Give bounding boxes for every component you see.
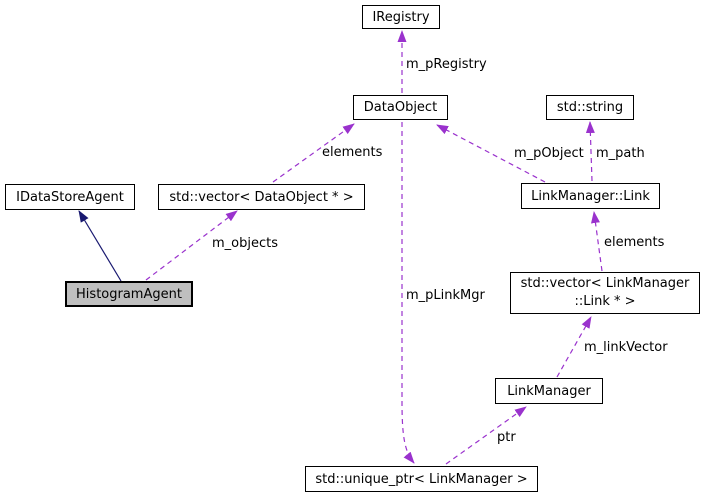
edge-label-elements-links: elements — [604, 235, 665, 250]
node-histogramagent[interactable]: HistogramAgent — [65, 281, 193, 307]
node-label: LinkManager::Link — [531, 188, 650, 204]
edge-m-objects — [145, 210, 238, 281]
node-label: IRegistry — [372, 9, 430, 25]
edge-m-path — [585, 121, 595, 182]
node-label: std::unique_ptr< LinkManager > — [315, 471, 528, 487]
node-iregistry[interactable]: IRegistry — [362, 5, 440, 29]
node-label-line1: std::vector< LinkManager — [520, 276, 690, 291]
edge-label-m-pregistry: m_pRegistry — [406, 57, 487, 72]
node-label-line2: ::Link * > — [574, 294, 636, 309]
edge-elements-dataobjects — [272, 123, 355, 183]
node-linkmanager[interactable]: LinkManager — [495, 378, 603, 404]
node-vector-dataobject[interactable]: std::vector< DataObject * > — [158, 184, 365, 210]
edge-label-m-plinkmgr: m_pLinkMgr — [406, 288, 486, 303]
edge-elements-links — [591, 211, 603, 272]
edge-label-elements-dataobjects: elements — [322, 145, 383, 160]
node-std-string[interactable]: std::string — [546, 95, 634, 120]
node-idatastoreagent[interactable]: IDataStoreAgent — [5, 184, 135, 210]
node-label: std::vector< DataObject * > — [169, 189, 354, 205]
node-label: HistogramAgent — [76, 286, 182, 302]
node-label: IDataStoreAgent — [16, 189, 124, 205]
node-label: LinkManager — [507, 383, 591, 399]
edge-inheritance-histogramagent — [78, 210, 122, 282]
node-linkmanager-link[interactable]: LinkManager::Link — [521, 183, 660, 209]
node-vector-linkmanager-link[interactable]: std::vector< LinkManager ::Link * > — [510, 272, 700, 314]
node-unique-ptr-linkmanager[interactable]: std::unique_ptr< LinkManager > — [305, 466, 538, 492]
node-dataobject[interactable]: DataObject — [353, 95, 448, 120]
node-label: DataObject — [363, 100, 438, 115]
edge-label-m-pobject: m_pObject — [514, 146, 584, 161]
edge-label-m-linkvector: m_linkVector — [584, 340, 668, 355]
node-label: std::string — [556, 100, 624, 115]
edge-m-plinkmgr — [401, 122, 415, 464]
edge-label-ptr: ptr — [497, 430, 516, 445]
edge-m-linkvector — [556, 316, 592, 378]
edge-label-m-path: m_path — [596, 146, 645, 161]
edge-ptr — [445, 406, 527, 465]
edge-label-m-objects: m_objects — [212, 236, 278, 251]
edge-m-pobject — [436, 124, 546, 183]
